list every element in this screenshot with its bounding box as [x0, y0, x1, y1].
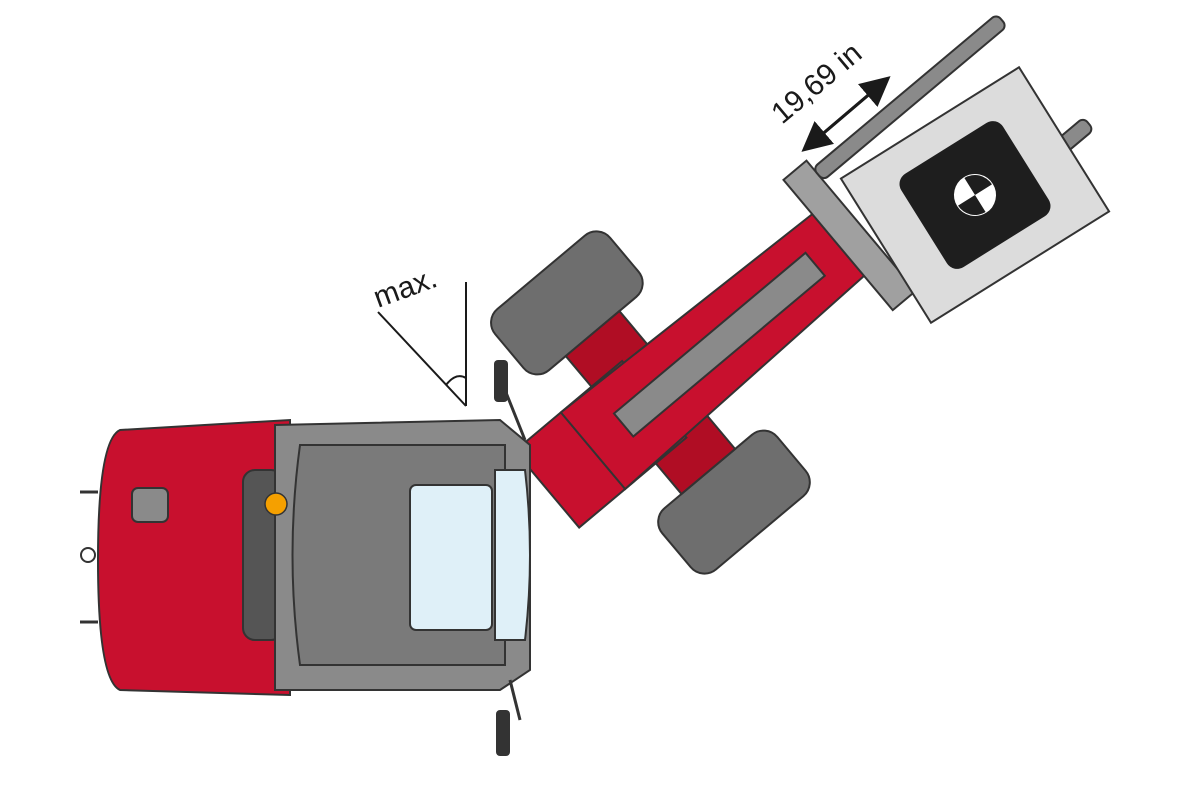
- mirror-left: [494, 360, 527, 441]
- mirror-right: [496, 679, 522, 756]
- windshield: [494, 469, 531, 641]
- angle-indicator: max.: [369, 261, 467, 407]
- front-frame: [490, 15, 1093, 575]
- rear-handle: [131, 487, 169, 523]
- hitch-icon: [80, 547, 96, 563]
- dimension-label: 19,69 in: [765, 36, 868, 130]
- tool-carrier: [782, 159, 918, 312]
- angle-label: max.: [369, 261, 441, 314]
- rear-window: [409, 484, 493, 631]
- hydraulic-cylinder: [612, 251, 827, 438]
- load: [839, 65, 1111, 325]
- fork-left: [814, 15, 1006, 180]
- beacon-light: [264, 492, 288, 516]
